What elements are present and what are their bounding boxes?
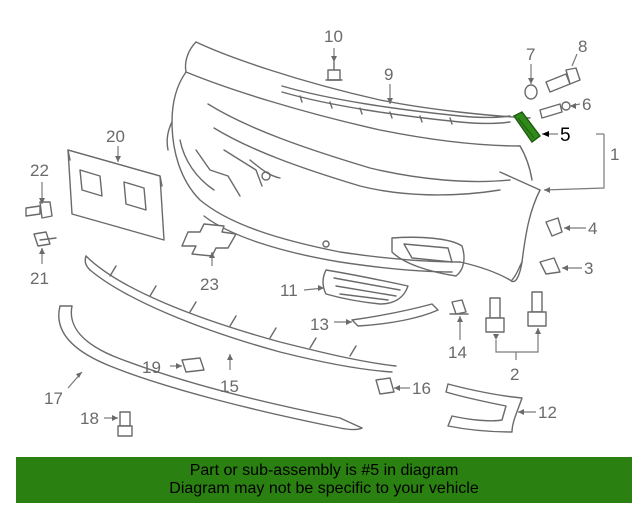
bolt-18 xyxy=(117,411,133,437)
callout-3: 3 xyxy=(584,259,593,278)
callout-8: 8 xyxy=(578,37,587,56)
grille-insert-part xyxy=(322,269,409,305)
fastener-10 xyxy=(325,61,343,81)
clip-3 xyxy=(539,257,561,275)
callout-22: 22 xyxy=(30,161,49,180)
lower-spoiler-part xyxy=(58,305,363,431)
callout-21: 21 xyxy=(30,269,49,288)
callout-labels: 10 7 8 9 6 5 1 4 3 20 22 21 23 11 13 14 … xyxy=(30,27,619,428)
callout-12: 12 xyxy=(538,403,557,422)
fog-bezel-part xyxy=(445,383,523,433)
bolt-2a xyxy=(485,297,505,333)
clip-4 xyxy=(545,217,563,237)
banner-line-2: Diagram may not be specific to your vehi… xyxy=(169,480,479,497)
trim-strip-part xyxy=(351,303,439,327)
callout-15: 15 xyxy=(220,377,239,396)
callout-9: 9 xyxy=(384,65,393,84)
callout-11: 11 xyxy=(280,281,298,300)
lower-absorber-part xyxy=(84,255,397,373)
emblem-part xyxy=(181,223,237,257)
callout-14: 14 xyxy=(448,343,467,362)
highlighted-part-5 xyxy=(512,111,541,143)
callout-23: 23 xyxy=(200,275,219,294)
arrow-heads xyxy=(39,56,576,421)
callout-17: 17 xyxy=(44,389,63,408)
callout-10: 10 xyxy=(324,27,343,46)
callout-7: 7 xyxy=(526,45,535,64)
callout-5: 5 xyxy=(560,125,571,146)
callout-18: 18 xyxy=(80,409,99,428)
info-banner: Part or sub-assembly is #5 in diagram Di… xyxy=(16,457,632,503)
callout-19: 19 xyxy=(142,358,161,377)
fastener-7 xyxy=(524,84,538,100)
callout-6: 6 xyxy=(582,95,591,114)
callout-1: 1 xyxy=(610,145,619,164)
bolt-2b xyxy=(527,291,547,327)
clip-14 xyxy=(449,299,469,315)
fastener-6 xyxy=(539,101,571,119)
clip-19 xyxy=(181,357,205,373)
upper-retainer-part xyxy=(281,85,511,125)
fastener-8 xyxy=(545,67,581,93)
bumper-fascia-part xyxy=(166,41,541,283)
exploded-parts-diagram: 10 7 8 9 6 5 1 4 3 20 22 21 23 11 13 14 … xyxy=(25,27,619,437)
license-bracket-part xyxy=(67,149,165,241)
banner-line-1: Part or sub-assembly is #5 in diagram xyxy=(189,462,459,479)
callout-4: 4 xyxy=(588,219,597,238)
clip-16 xyxy=(375,377,395,395)
callout-20: 20 xyxy=(106,127,125,146)
callout-16: 16 xyxy=(412,379,431,398)
callout-2: 2 xyxy=(510,365,519,384)
bolt-21 xyxy=(33,231,57,247)
callout-13: 13 xyxy=(310,315,329,334)
bolt-22 xyxy=(25,201,53,219)
